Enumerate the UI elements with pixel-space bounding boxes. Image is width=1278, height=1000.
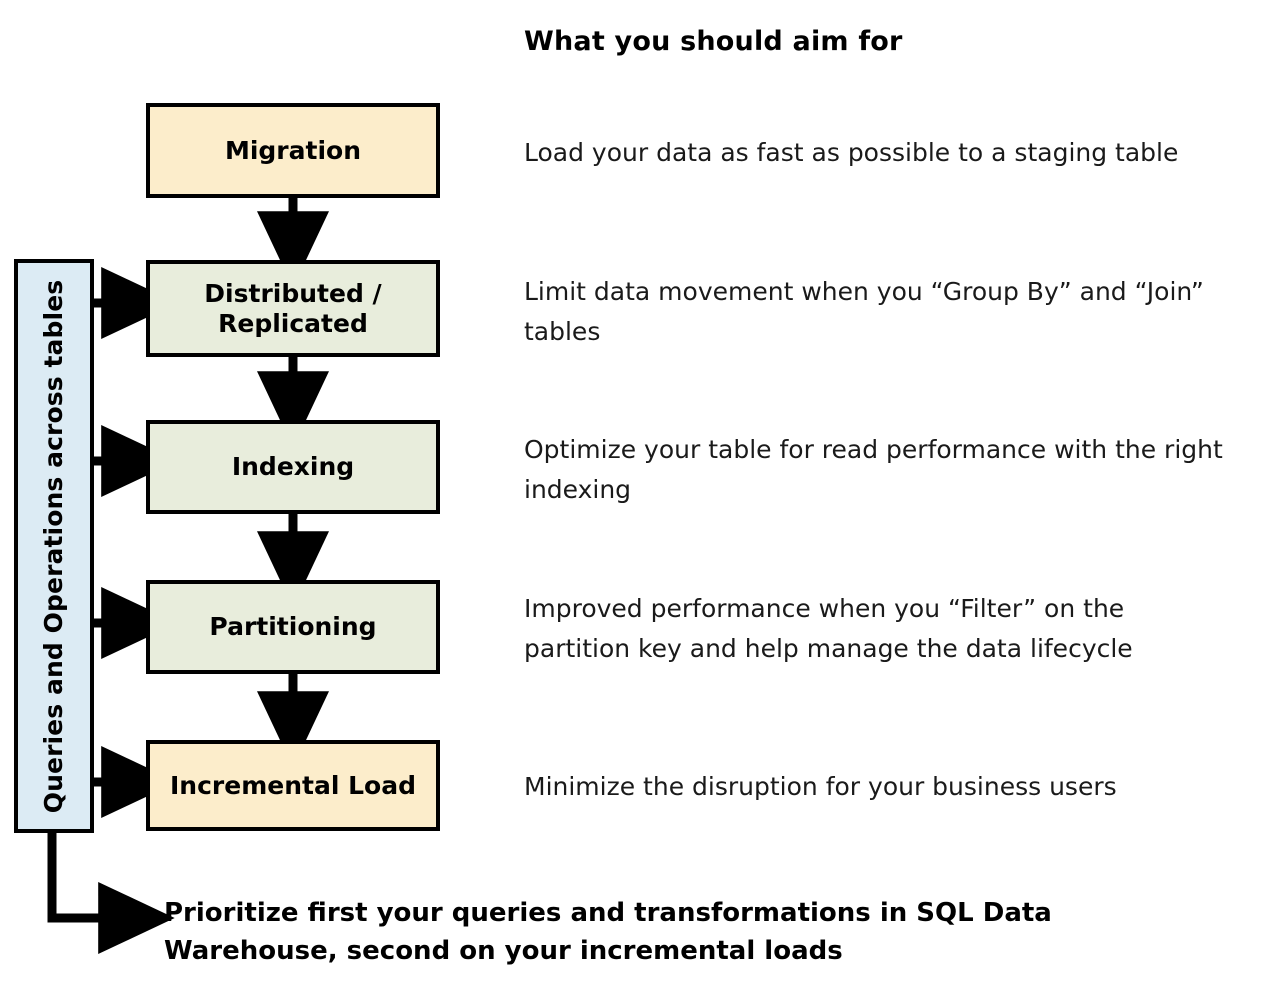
stage-label-line1: Distributed /	[204, 279, 382, 308]
stage-box-distributed-replicated[interactable]: Distributed / Replicated	[146, 260, 440, 357]
description-migration: Load your data as fast as possible to a …	[524, 138, 1179, 167]
conclusion-text: Prioritize first your queries and transf…	[164, 898, 1052, 966]
stage-box-migration[interactable]: Migration	[146, 103, 440, 198]
stage-label-indexing: Indexing	[231, 452, 355, 482]
description-partitioning: Improved performance when you “Filter” o…	[524, 594, 1133, 663]
stage-box-indexing[interactable]: Indexing	[146, 420, 440, 514]
stage-label-partitioning: Partitioning	[209, 612, 377, 642]
stage-label-distributed-replicated: Distributed / Replicated	[204, 279, 381, 338]
stage-label-incremental-load: Incremental Load	[170, 770, 416, 800]
description-incremental-load: Minimize the disruption for your busines…	[524, 772, 1117, 801]
band-arrow-to-conclusion	[47, 833, 175, 954]
stage-box-incremental-load[interactable]: Incremental Load	[146, 740, 440, 831]
stage-box-partitioning[interactable]: Partitioning	[146, 580, 440, 674]
description-distributed-replicated: Limit data movement when you “Group By” …	[524, 277, 1204, 346]
page-title: What you should aim for	[524, 26, 903, 57]
stage-label-line2: Replicated	[218, 308, 368, 338]
stage-label-migration: Migration	[224, 135, 362, 165]
side-band-label: Queries and Operations across tables	[39, 279, 69, 813]
description-indexing: Optimize your table for read performance…	[524, 435, 1223, 504]
side-band-queries-operations: Queries and Operations across tables	[14, 259, 94, 833]
